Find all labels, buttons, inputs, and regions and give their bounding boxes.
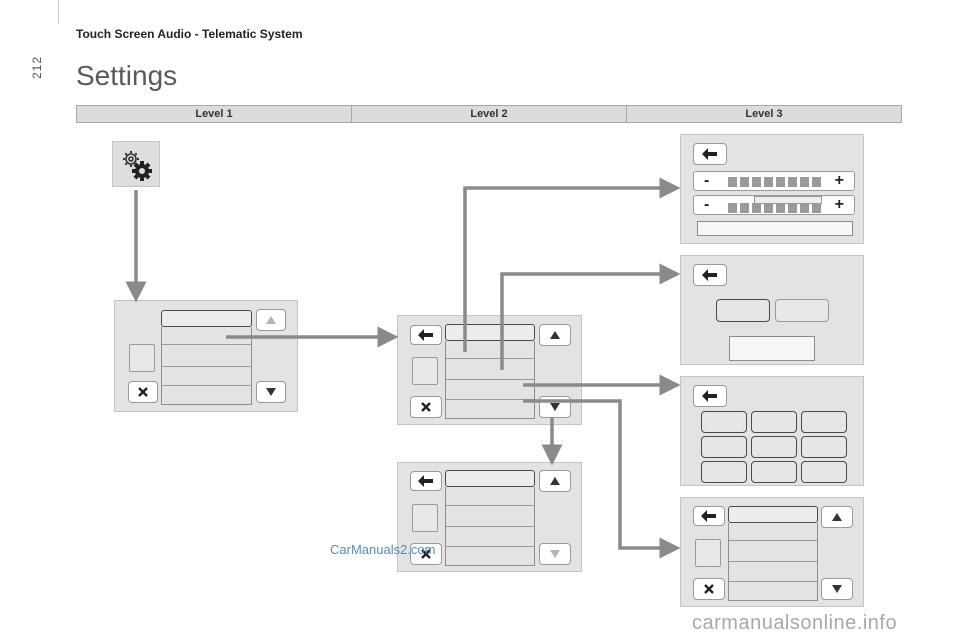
preview-tile [412,504,438,532]
grid-button[interactable] [701,461,747,483]
back-arrow-icon [701,510,716,522]
level3-choice-screen [680,255,864,365]
preview-tile [695,539,721,567]
level3-slider-screen: - + - + [680,134,864,244]
back-arrow-icon [702,269,717,281]
level3-list-screen [680,497,864,607]
minus-icon[interactable]: - [704,196,710,213]
back-arrow-icon [702,148,717,160]
level3-grid-screen [680,376,864,486]
preview-tile [129,344,155,372]
footer-watermark: carmanualsonline.info [692,612,898,634]
close-button[interactable] [410,396,442,418]
watermark: CarManuals2.com [330,542,436,557]
back-arrow-icon [418,475,433,487]
menu-list [445,341,535,419]
preview-tile [412,357,438,385]
scroll-up-button[interactable] [256,309,286,331]
grid-button[interactable] [801,436,847,458]
scroll-down-button[interactable] [539,543,571,565]
scroll-up-button[interactable] [539,324,571,346]
level-2-label: Level 2 [352,106,627,122]
list-item-selected[interactable] [445,324,535,341]
arrow-to-list-screen [523,399,681,559]
back-arrow-icon [418,329,433,341]
level2-screen [397,315,582,425]
plus-icon[interactable]: + [834,196,844,213]
menu-list [728,523,818,601]
triangle-down-icon [550,550,560,558]
back-button[interactable] [410,325,442,345]
slider-2[interactable]: - + [693,195,855,215]
close-icon [421,549,431,559]
menu-list [445,487,535,566]
close-icon [138,387,148,397]
triangle-up-icon [266,316,276,324]
level-3-label: Level 3 [745,108,783,120]
slider-track [728,203,821,213]
triangle-up-icon [832,513,842,521]
back-arrow-icon [702,390,717,402]
plus-icon[interactable]: + [834,172,844,189]
grid-button[interactable] [751,436,797,458]
gear-icon [123,151,152,181]
level1-screen [114,300,298,412]
grid-button[interactable] [701,436,747,458]
scroll-down-button[interactable] [821,578,853,600]
section-header: Touch Screen Audio - Telematic System [76,27,303,41]
triangle-up-icon [550,477,560,485]
grid-button[interactable] [751,461,797,483]
close-button[interactable] [128,381,158,403]
menu-list [161,327,252,405]
triangle-down-icon [832,585,842,593]
level2-sub-screen [397,462,582,572]
scroll-up-button[interactable] [539,470,571,492]
page-title: Settings [76,60,178,91]
close-button[interactable] [410,543,442,565]
arrow-to-choice-screen [500,263,681,370]
scroll-up-button[interactable] [821,506,853,528]
grid-button[interactable] [701,411,747,433]
slider-track [728,177,821,187]
option-button-1[interactable] [716,299,770,322]
back-button[interactable] [693,264,727,286]
triangle-down-icon [266,388,276,396]
back-button[interactable] [693,385,727,407]
list-item-selected[interactable] [161,310,252,327]
grid-button[interactable] [801,461,847,483]
margin-rule [58,0,59,24]
grid-button[interactable] [751,411,797,433]
back-button[interactable] [693,143,727,165]
option-field[interactable] [697,221,853,236]
close-icon [704,584,714,594]
slider-1[interactable]: - + [693,171,855,191]
arrow-to-slider-screen [463,177,681,352]
list-item-selected[interactable] [728,506,818,523]
value-field [729,336,815,361]
back-button[interactable] [693,506,725,526]
grid-button[interactable] [801,411,847,433]
back-button[interactable] [410,471,442,491]
option-button-2[interactable] [775,299,829,322]
close-button[interactable] [693,578,725,600]
close-icon [421,402,431,412]
settings-button[interactable] [112,141,160,187]
level-1-label: Level 1 [77,106,352,122]
level-header-row: Level 1 Level 2 Level 3 [76,105,902,123]
minus-icon[interactable]: - [704,172,710,189]
triangle-up-icon [550,331,560,339]
scroll-down-button[interactable] [256,381,286,403]
triangle-down-icon [550,403,560,411]
list-item-selected[interactable] [445,470,535,487]
